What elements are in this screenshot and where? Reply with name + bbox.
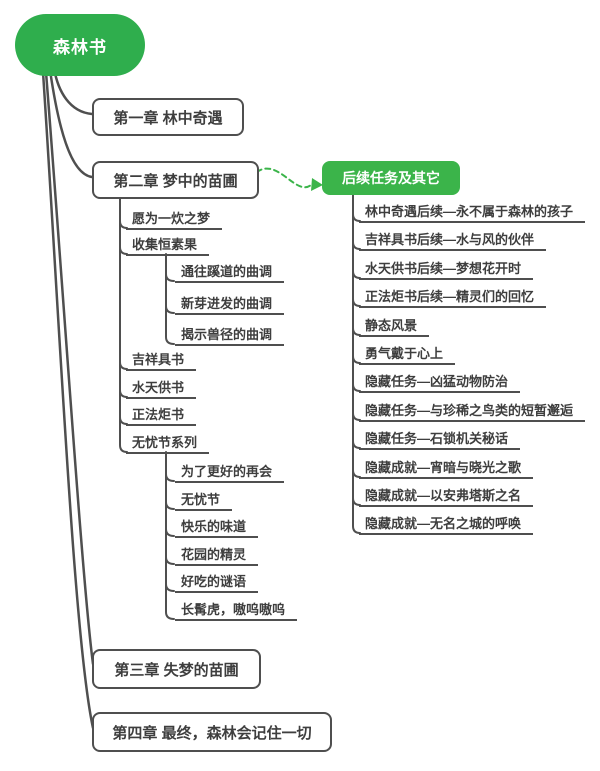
- subtopic-followup-9[interactable]: 隐藏成就—宵暗与晓光之歌: [359, 460, 534, 479]
- subtopic-ch2-5[interactable]: 无忧节系列: [126, 435, 210, 454]
- relationship-arrow-line: [256, 167, 312, 189]
- subtopic-followup-11[interactable]: 隐藏成就—无名之城的呼唤: [359, 516, 534, 535]
- connector-festival-4: [165, 583, 175, 592]
- connector-festival-2: [165, 528, 175, 537]
- subtopic-melody-0[interactable]: 通往蹊道的曲调: [175, 264, 285, 283]
- subtopic-ch2-1[interactable]: 收集恒素果: [126, 237, 210, 256]
- subtopic-melody-1[interactable]: 新芽进发的曲调: [175, 296, 285, 315]
- subtopic-festival-0[interactable]: 为了更好的再会: [175, 464, 285, 483]
- topic-chapter-2[interactable]: 第二章 梦中的苗圃: [92, 161, 259, 199]
- topic-followup[interactable]: 后续任务及其它: [322, 161, 460, 195]
- subtopic-ch2-2[interactable]: 吉祥具书: [126, 352, 197, 371]
- subtopic-followup-2[interactable]: 水天供书后续—梦想花开时: [359, 261, 534, 280]
- topic-chapter-4[interactable]: 第四章 最终，森林会记住一切: [92, 712, 332, 752]
- subtopic-ch2-4[interactable]: 正法炬书: [126, 407, 197, 426]
- subtopic-festival-3[interactable]: 花园的精灵: [175, 547, 259, 566]
- connector-festival-trunk: [165, 451, 175, 620]
- subtopic-festival-4[interactable]: 好吃的谜语: [175, 574, 259, 593]
- subtopic-festival-1[interactable]: 无忧节: [175, 492, 233, 511]
- subtopic-followup-8[interactable]: 隐藏任务—石锁机关秘话: [359, 431, 521, 450]
- connector-root-chapter4: [41, 70, 95, 730]
- subtopic-melody-2[interactable]: 揭示兽径的曲调: [175, 327, 285, 346]
- topic-chapter-3[interactable]: 第三章 失梦的苗圃: [92, 649, 261, 689]
- subtopic-festival-5[interactable]: 长髯虎，嗷呜嗷呜: [175, 602, 298, 621]
- subtopic-followup-1[interactable]: 吉祥具书后续—水与风的伙伴: [359, 232, 547, 251]
- subtopic-followup-3[interactable]: 正法炬书后续—精灵们的回忆: [359, 289, 547, 308]
- topic-chapter-1[interactable]: 第一章 林中奇遇: [92, 98, 244, 136]
- subtopic-followup-0[interactable]: 林中奇遇后续—永不属于森林的孩子: [359, 204, 586, 223]
- connector-festival-3: [165, 556, 175, 565]
- subtopic-followup-7[interactable]: 隐藏任务—与珍稀之鸟类的短暂邂逅: [359, 403, 586, 422]
- root-topic[interactable]: 森林书: [15, 14, 145, 76]
- subtopic-followup-5[interactable]: 勇气戴于心上: [359, 346, 456, 365]
- subtopic-followup-10[interactable]: 隐藏成就—以安弗塔斯之名: [359, 488, 534, 507]
- connector-festival-1: [165, 501, 175, 510]
- connector-melody-0: [165, 273, 175, 282]
- connector-root-chapter2: [48, 68, 94, 179]
- subtopic-festival-2[interactable]: 快乐的味道: [175, 519, 259, 538]
- subtopic-followup-6[interactable]: 隐藏任务—凶猛动物防治: [359, 374, 521, 393]
- subtopic-ch2-0[interactable]: 愿为一炊之梦: [126, 211, 223, 230]
- connector-melody-1: [165, 305, 175, 314]
- subtopic-followup-4[interactable]: 静态风景: [359, 318, 430, 337]
- connector-festival-0: [165, 473, 175, 482]
- connector-root-chapter3: [44, 70, 95, 666]
- subtopic-ch2-3[interactable]: 水天供书: [126, 380, 197, 399]
- connector-melody-trunk: [165, 253, 175, 345]
